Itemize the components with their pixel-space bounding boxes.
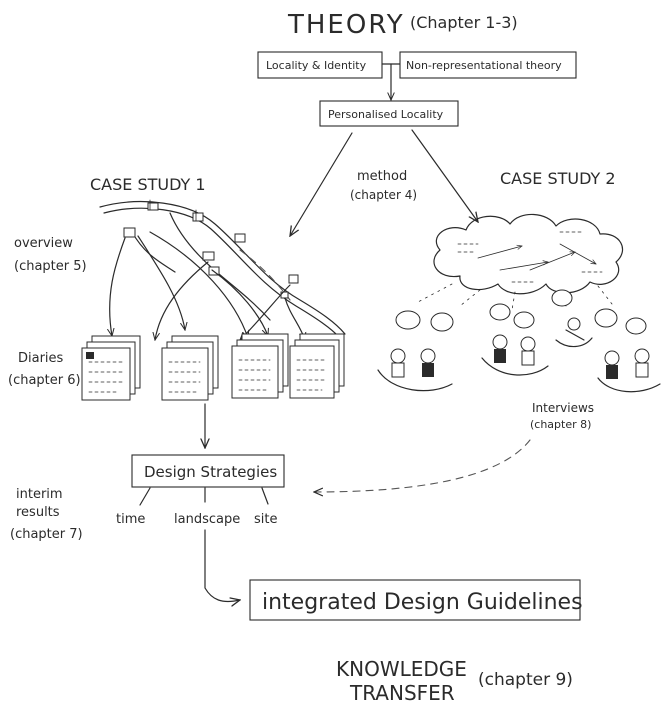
interview-groups (377, 317, 661, 393)
design-strategies-box: Design Strategies (131, 454, 285, 488)
interview-cloud (433, 213, 623, 295)
knowledge-transfer-chapter: (chapter 9) (478, 670, 573, 690)
overview-route-map (99, 199, 346, 339)
case-study-2-title: CASE STUDY 2 (500, 169, 616, 188)
locality-identity-label: Locality & Identity (266, 59, 367, 72)
personalised-locality-label: Personalised Locality (328, 108, 444, 121)
interviews-label: Interviews (532, 401, 594, 415)
diary-stack (81, 335, 141, 401)
personalised-locality-box: Personalised Locality (319, 100, 459, 127)
case-study-1-title: CASE STUDY 1 (90, 175, 206, 194)
interim-label-results: results (16, 505, 60, 520)
method-label: method (357, 169, 407, 184)
diaries-label: Diaries (18, 351, 64, 366)
diary-stack (231, 333, 289, 399)
method-arrow-right (411, 129, 478, 222)
non-representational-box: Non-representational theory (399, 51, 577, 79)
method-chapter: (chapter 4) (350, 188, 417, 202)
overview-label: overview (14, 236, 73, 251)
diary-stack (289, 333, 345, 399)
overview-chapter: (chapter 5) (14, 259, 87, 274)
guidelines-box: integrated Design Guidelines (249, 579, 583, 621)
theory-chapter: (Chapter 1-3) (410, 13, 518, 32)
diary-stack (161, 335, 219, 401)
strategy-time: time (116, 512, 145, 527)
locality-identity-box: Locality & Identity (257, 51, 383, 79)
interviews-chapter: (chapter 8) (530, 418, 591, 431)
non-representational-label: Non-representational theory (406, 59, 562, 72)
interviews-to-strategies-arrow (314, 439, 531, 492)
diaries-chapter: (chapter 6) (8, 373, 81, 388)
strategy-landscape: landscape (174, 512, 240, 527)
diary-stacks (81, 333, 345, 401)
strategy-site: site (254, 512, 277, 527)
knowledge-transfer-line2: TRANSFER (349, 681, 455, 705)
strategies-to-guidelines-arrow (204, 529, 240, 602)
design-strategies-title: Design Strategies (144, 463, 277, 481)
interim-chapter: (chapter 7) (10, 527, 83, 542)
speech-bubbles (395, 289, 647, 335)
theory-title: THEORY (287, 10, 405, 40)
knowledge-transfer-line1: KNOWLEDGE (336, 657, 467, 681)
guidelines-label: integrated Design Guidelines (262, 590, 583, 615)
method-arrow-left (290, 132, 353, 236)
interim-label: interim (16, 487, 63, 502)
map-to-diaries-arrows (110, 231, 305, 340)
